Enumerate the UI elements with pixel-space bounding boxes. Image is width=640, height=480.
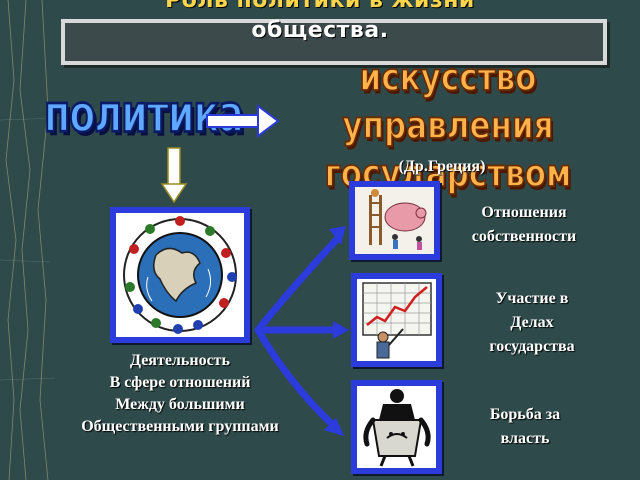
definition-wordart: искусство управления государством	[268, 54, 628, 198]
activity-line-3: Между большими	[115, 396, 245, 413]
title-banner	[61, 19, 607, 65]
property-clipart-icon	[355, 187, 434, 254]
sphere-participation-line-3: государства	[489, 338, 575, 355]
property-image	[349, 181, 440, 260]
sphere-property-line-2: собственности	[471, 228, 577, 245]
globe-people-icon	[123, 216, 237, 334]
title-line-1: Роль политики в жизни	[165, 0, 475, 13]
activity-line-2: В сфере отношений	[109, 374, 251, 391]
power-struggle-icon	[357, 386, 436, 468]
sphere-power-label: Борьба за власть	[470, 403, 580, 451]
sphere-property-label: Отношения собственности	[454, 201, 594, 249]
sphere-power-line-2: власть	[500, 430, 550, 447]
definition-line-1: искусство управления	[342, 56, 555, 149]
sphere-participation-line-2: Делах	[510, 314, 554, 331]
globe-image	[110, 207, 250, 343]
sphere-participation-label: Участие в Делах государства	[462, 287, 602, 359]
title-line-2: общества.	[251, 18, 389, 43]
activity-line-4: Общественными группами	[81, 418, 279, 435]
page-title: Роль политики в жизни общества.	[0, 0, 640, 46]
sphere-power-line-1: Борьба за	[489, 406, 561, 423]
power-struggle-image	[351, 380, 442, 474]
sphere-participation-line-1: Участие в	[495, 290, 569, 307]
sphere-property-line-1: Отношения	[481, 204, 567, 221]
activity-line-1: Деятельность	[130, 352, 230, 369]
activity-caption: Деятельность В сфере отношений Между бол…	[30, 350, 330, 438]
participation-image	[351, 273, 442, 367]
main-term-wordart: политика	[43, 83, 245, 145]
chart-presenter-icon	[362, 282, 432, 359]
origin-label: (Др.Греция)	[398, 158, 486, 175]
